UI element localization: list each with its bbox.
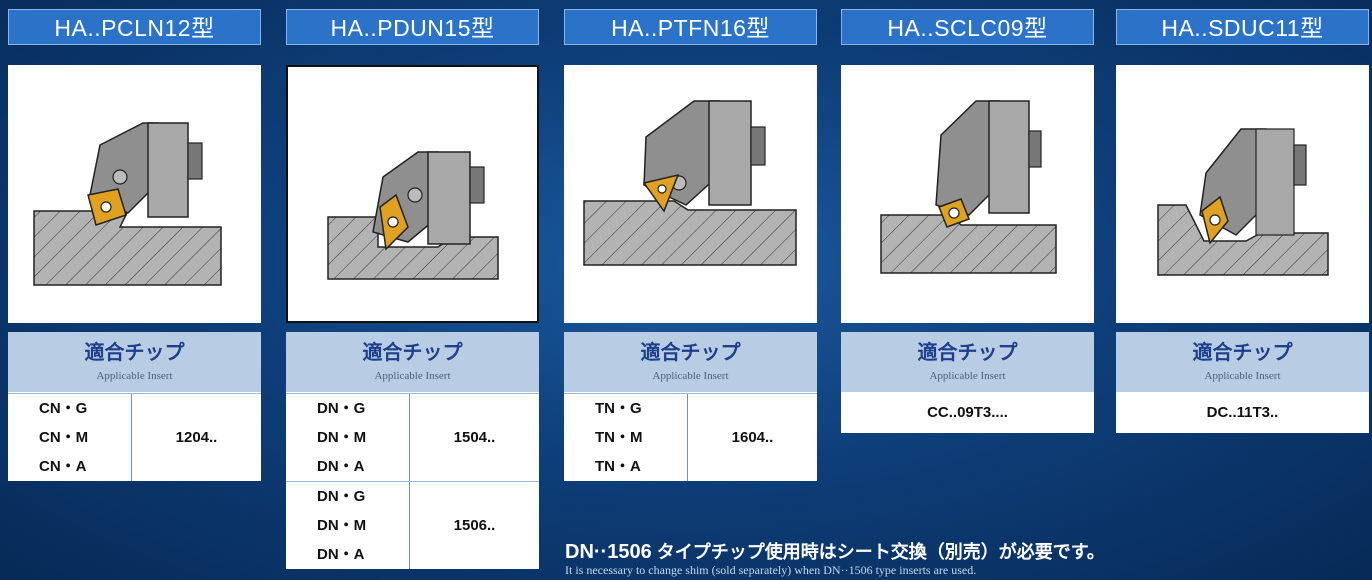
insert-type: DN・A: [317, 546, 365, 563]
shim-note-jp-prefix: DN··1506: [565, 541, 652, 563]
shim-note-en: It is necessary to change shim (sold sep…: [565, 563, 977, 577]
tool-holder-illustration: [880, 100, 1057, 274]
applicable-insert-table: 適合チップ Applicable Insert CC..09T3....: [841, 332, 1094, 433]
insert-group: CN・G CN・M CN・A 1204..: [8, 393, 261, 481]
tool-holder-illustration: [1157, 128, 1329, 276]
applicable-insert-table: 適合チップ Applicable Insert TN・G TN・M TN・A 1…: [564, 332, 817, 481]
insert-code: CC..09T3....: [927, 404, 1008, 421]
shim-note-jp: DN··1506 タイプチップ使用時はシート交換（別売）が必要です。: [565, 541, 1105, 563]
insert-code: DC..11T3..: [1206, 404, 1279, 421]
shim-note: DN··1506 タイプチップ使用時はシート交換（別売）が必要です。 It is…: [565, 541, 1105, 577]
tool-column-ptfn16: HA..PTFN16型 適合チップ Applicable Insert TN・G…: [564, 9, 817, 481]
applicable-insert-table: 適合チップ Applicable Insert DC..11T3..: [1116, 332, 1369, 433]
insert-type: TN・A: [595, 458, 641, 475]
shim-note-jp-text: タイプチップ使用時はシート交換（別売）が必要です。: [651, 542, 1105, 562]
insert-label-en: Applicable Insert: [374, 370, 451, 382]
tool-column-sclc09: HA..SCLC09型 適合チップ Applicable Insert CC..…: [841, 9, 1094, 433]
insert-label-en: Applicable Insert: [96, 370, 173, 382]
column-title: HA..SDUC11型: [1116, 9, 1369, 45]
column-title: HA..PTFN16型: [564, 9, 817, 45]
insert-type: DN・G: [317, 488, 366, 505]
insert-header: 適合チップ Applicable Insert: [8, 332, 261, 393]
column-title: HA..PCLN12型: [8, 9, 261, 45]
column-title: HA..PDUN15型: [286, 9, 539, 45]
insert-header: 適合チップ Applicable Insert: [1116, 332, 1369, 393]
insert-type: DN・M: [317, 429, 367, 446]
tool-holder-illustration: [583, 100, 797, 266]
tool-column-sduc11: HA..SDUC11型 適合チップ Applicable Insert DC..…: [1116, 9, 1369, 433]
tool-diagram: [564, 65, 817, 323]
tool-column-pdun15: HA..PDUN15型 適合チップ Applicable Insert DN・G…: [286, 9, 539, 569]
insert-header: 適合チップ Applicable Insert: [841, 332, 1094, 393]
insert-header: 適合チップ Applicable Insert: [564, 332, 817, 393]
insert-size: 1504..: [453, 429, 496, 446]
tool-diagram: [8, 65, 261, 323]
tool-holder-illustration: [33, 122, 222, 286]
applicable-insert-table: 適合チップ Applicable Insert CN・G CN・M CN・A 1…: [8, 332, 261, 481]
insert-size: 1204..: [175, 429, 218, 446]
insert-type: CN・G: [39, 400, 88, 417]
insert-label-en: Applicable Insert: [1204, 370, 1281, 382]
insert-label-jp: 適合チップ: [84, 342, 185, 364]
insert-type: TN・M: [595, 429, 643, 446]
tool-diagram: [286, 65, 539, 323]
insert-label-jp: 適合チップ: [1192, 342, 1293, 364]
insert-label-jp: 適合チップ: [362, 342, 463, 364]
insert-label-en: Applicable Insert: [929, 370, 1006, 382]
tool-diagram: [1116, 65, 1369, 323]
insert-label-en: Applicable Insert: [652, 370, 729, 382]
insert-label-jp: 適合チップ: [640, 342, 741, 364]
insert-group: DN・G DN・M DN・A 1506..: [286, 481, 539, 569]
applicable-insert-table: 適合チップ Applicable Insert DN・G DN・M DN・A 1…: [286, 332, 539, 569]
insert-type: TN・G: [595, 400, 642, 417]
insert-type: DN・A: [317, 458, 365, 475]
insert-size: 1506..: [453, 517, 496, 534]
insert-type: CN・M: [39, 429, 89, 446]
insert-group: DN・G DN・M DN・A 1504..: [286, 393, 539, 481]
tool-diagram: [841, 65, 1094, 323]
insert-type: DN・M: [317, 517, 367, 534]
insert-label-jp: 適合チップ: [917, 342, 1018, 364]
tool-holder-illustration: [327, 151, 499, 280]
column-title: HA..SCLC09型: [841, 9, 1094, 45]
insert-group: TN・G TN・M TN・A 1604..: [564, 393, 817, 481]
insert-size: 1604..: [731, 429, 774, 446]
insert-type: DN・G: [317, 400, 366, 417]
tool-column-pcln12: HA..PCLN12型 適合チップ Applicable Insert CN・G…: [8, 9, 261, 481]
insert-type: CN・A: [39, 458, 87, 475]
insert-header: 適合チップ Applicable Insert: [286, 332, 539, 393]
